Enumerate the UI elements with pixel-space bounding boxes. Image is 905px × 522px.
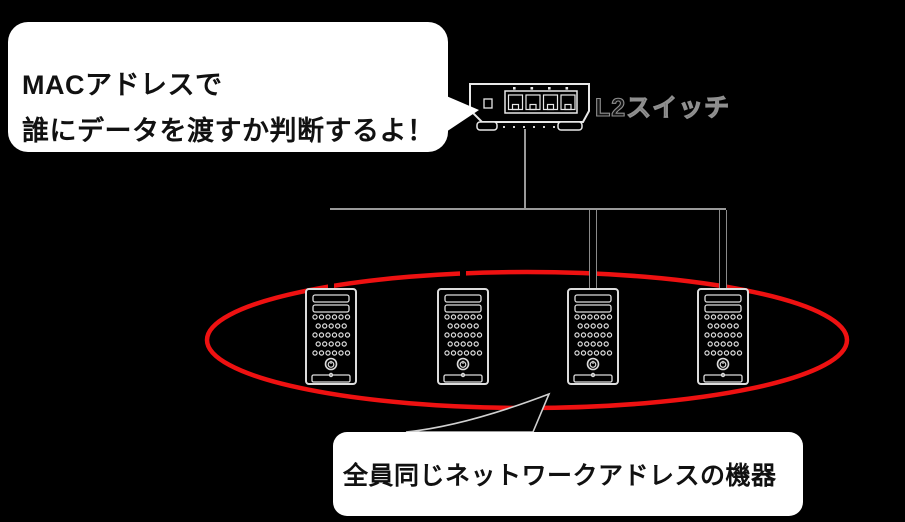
speech-bubble-bottom-tail — [405, 392, 551, 433]
switch-port-leds — [513, 87, 569, 90]
cable-switch-to-bus — [524, 129, 526, 210]
speech-bubble-top: MACアドレスで 誰にデータを渡すか判断するよ！ — [8, 22, 448, 152]
cable-to-computer-3 — [589, 210, 597, 290]
cable-to-computer-2 — [460, 210, 466, 290]
speech-bubble-top-line2: 誰にデータを渡すか判断するよ！ — [22, 116, 435, 146]
l2-switch-icon — [469, 83, 590, 131]
speech-bubble-bottom: 全員同じネットワークアドレスの機器 — [333, 432, 803, 516]
switch-label: L2スイッチ — [594, 93, 731, 122]
cable-to-computer-4 — [719, 210, 727, 290]
switch-bottom-dots — [503, 126, 555, 128]
computer-tower-icon-1 — [304, 287, 358, 387]
cable-to-computer-1 — [328, 210, 334, 290]
speech-bubble-top-line1: MACアドレスで — [22, 70, 223, 100]
switch-indicator — [483, 98, 493, 109]
computer-tower-icon-3 — [566, 287, 620, 387]
switch-foot-left — [476, 121, 498, 131]
cable-bus — [330, 208, 726, 210]
switch-foot-right — [557, 121, 583, 131]
computer-tower-icon-4 — [696, 287, 750, 387]
speech-bubble-top-tail — [444, 95, 479, 132]
computer-tower-icon-2 — [436, 287, 490, 387]
speech-bubble-bottom-text: 全員同じネットワークアドレスの機器 — [343, 462, 777, 490]
switch-ports — [507, 94, 576, 111]
